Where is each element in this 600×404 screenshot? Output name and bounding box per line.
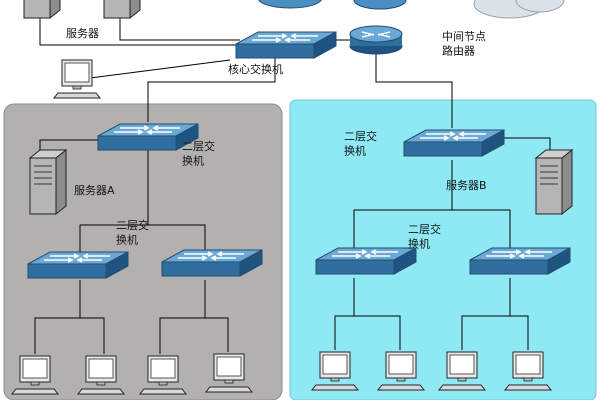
router-icon (349, 25, 403, 55)
label-router: 中间节点路由器 (442, 30, 486, 57)
label-core-switch: 核心交换机 (228, 62, 283, 76)
label-l2-right-top: 二层交换机 (344, 129, 377, 157)
switch-icon (469, 247, 571, 275)
top-switch-icon (258, 0, 322, 9)
label-l2-left-top: 二层交换机 (182, 139, 215, 167)
switch-icon (161, 249, 263, 277)
server-icon (535, 149, 573, 215)
top-router-icon (353, 0, 407, 10)
server-icon (103, 0, 141, 19)
core-switch-icon (235, 31, 337, 59)
computer-icon (53, 59, 101, 99)
switch-icon (315, 247, 417, 275)
label-server-b: 服务器B (446, 179, 487, 192)
switch-icon (27, 251, 129, 279)
label-server-top: 服务器 (66, 27, 99, 40)
cloud-icon (473, 0, 565, 19)
label-server-a: 服务器A (74, 184, 115, 197)
label-l2-left-mid: 二层交换机 (116, 218, 149, 246)
switch-icon (403, 129, 505, 157)
server-icon (29, 149, 67, 215)
label-l2-right-mid: 二层交换机 (408, 222, 441, 250)
server-icon (23, 0, 61, 19)
